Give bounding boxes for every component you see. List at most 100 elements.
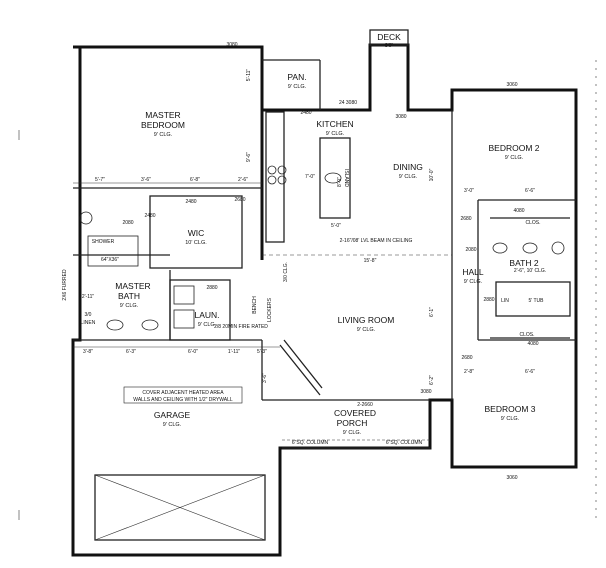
dim-6-1: 6'-1" [429,307,435,317]
room-master-bath-line2: BATH [118,291,140,301]
dim-2-11: 2'-11" [82,294,95,300]
shower-icon [87,235,139,267]
door-wic: 2680 [234,197,245,203]
room-pantry: PAN. [287,72,306,82]
room-bath2-size: 2'-6", 10' CLG. [514,268,546,274]
dim-2-6: 2'-6" [238,177,248,183]
room-bedroom2: BEDROOM 2 [488,143,539,153]
toilet-icon [551,241,565,255]
dim-6-3: 6'-3" [126,349,136,355]
scd-label: 3/0 CLG. [283,262,289,282]
room-porch-ceiling: 9' CLG. [343,430,362,436]
door-laundry: 2880 [206,285,217,291]
room-hall-ceiling: 9' CLG. [464,279,483,285]
toilet-icon [79,211,93,225]
dim-5-11: 5'-11" [246,69,252,82]
room-island: ISLAND [343,169,349,187]
room-deck: DECK [377,32,401,42]
room-bedroom3-ceiling: 9' CLG. [501,416,520,422]
room-pantry-ceiling: 9' CLG. [288,84,307,90]
room-living-room-ceiling: 9' CLG. [357,327,376,333]
door-master-bath-2: 2480 [185,199,196,205]
room-bedroom3: BEDROOM 3 [484,404,535,414]
room-wic-ceiling: 10' CLG. [185,240,207,246]
room-wic: WIC [188,228,205,238]
dim-1-11: 1'-11" [228,349,241,355]
exterior-walls [71,43,578,557]
beam-note: 2-16"/08' LVL BEAM IN CEILING [340,238,413,244]
room-closet-top: CLOS. [525,220,540,226]
room-shower-dim: 64"X36" [101,257,119,263]
door-bath2: 2080 [465,247,476,253]
sink-icon [106,319,124,331]
dim-6-6-bottom: 6'-6" [525,369,535,375]
dim-6-0: 6'-0" [188,349,198,355]
column-note-right: 6"SQ. COLUMN [386,440,423,446]
living-dimension: 15'-8" [364,258,377,264]
door-closet-top: 4080 [513,208,524,214]
door-master-closet: 2480 [144,213,155,219]
room-tub: 5' TUB [528,298,544,304]
grid-ticks [18,60,597,520]
dim-3-8: 3'-8" [83,349,93,355]
stove-burner-icon [277,175,287,185]
garage-note-line2: WALLS AND CEILING WITH 1/2" DRYWALL [133,397,233,403]
garage-note-line1: COVER ADJACENT HEATED AREA [142,390,224,396]
room-master-bedroom-line1: MASTER [145,110,180,120]
interior-walls [73,29,576,541]
room-linen-closet: LIN [501,298,509,304]
door-bed2: 2680 [460,216,471,222]
washer-icon [173,285,195,305]
room-hall: HALL [462,267,484,277]
room-kitchen-ceiling: 9' CLG. [326,131,345,137]
dim-8-0: 8'-0" [337,177,343,187]
room-lockers: LOCKERS [267,297,273,322]
dim-3-6: 3'-6" [141,177,151,183]
linen-label: 3/0 [85,312,92,318]
door-bed3: 2680 [461,355,472,361]
room-master-bedroom-line2: BEDROOM [141,120,185,130]
door-porch: 3080 [420,389,431,395]
room-master-bedroom-ceiling: 9' CLG. [154,132,173,138]
stove-burner-icon [267,165,277,175]
fire-rated-door: 2/8 20MIN FIRE RATED [214,324,268,330]
kitchen-sink-icon [324,172,342,184]
porch-opening: 2-2660 [357,402,373,408]
window-bed3-bottom: 3060 [506,475,517,481]
sink-icon [522,242,538,254]
door-kitchen: 24 3080 [339,100,357,106]
room-linen: LINEN [81,320,96,326]
room-porch-line1: COVERED [334,408,376,418]
door-hall: 2880 [483,297,494,303]
room-shower: SHOWER [92,239,115,245]
dimensions: 5'-7" 3'-6" 6'-8" 2'-6" 3'-8" 6'-3" 6'-0… [73,69,535,385]
room-master-bath-line1: MASTER [115,281,150,291]
dim-6-6: 6'-6" [525,188,535,194]
door-pantry: 2480 [300,110,311,116]
sink-icon [141,319,159,331]
sink-icon [492,242,508,254]
notes: 2-16"/08' LVL BEAM IN CEILING COVER ADJA… [62,174,422,446]
dim-2-8: 2'-8" [464,369,474,375]
garage-note-box [123,386,243,404]
room-bench: BENCH [252,296,258,314]
fixtures [79,165,565,331]
column-note-left: 6"SQ. COLUMN [292,440,329,446]
room-labels: MASTER BEDROOM 9' CLG. PAN. 9' CLG. KITC… [81,32,547,436]
door-closet-bottom: 4080 [527,341,538,347]
room-laundry: LAUN. [194,310,219,320]
window-door-codes: 3080 3060 3060 3080 2480 24 3080 2480 26… [122,42,538,481]
room-living-room: LIVING ROOM [338,315,395,325]
room-laundry-ceiling: 9' CLG. [198,322,217,328]
room-garage: GARAGE [154,410,191,420]
dryer-icon [173,309,195,329]
room-closet-bottom: CLOS. [519,332,534,338]
dim-3-0: 3'-0" [464,188,474,194]
dim-5-7: 5'-7" [95,177,105,183]
room-garage-ceiling: 9' CLG. [163,422,182,428]
dim-6-8: 6'-8" [190,177,200,183]
room-bedroom2-ceiling: 9' CLG. [505,155,524,161]
door-master-bath: 2080 [122,220,133,226]
dim-10-0: 10'-0" [429,168,435,181]
